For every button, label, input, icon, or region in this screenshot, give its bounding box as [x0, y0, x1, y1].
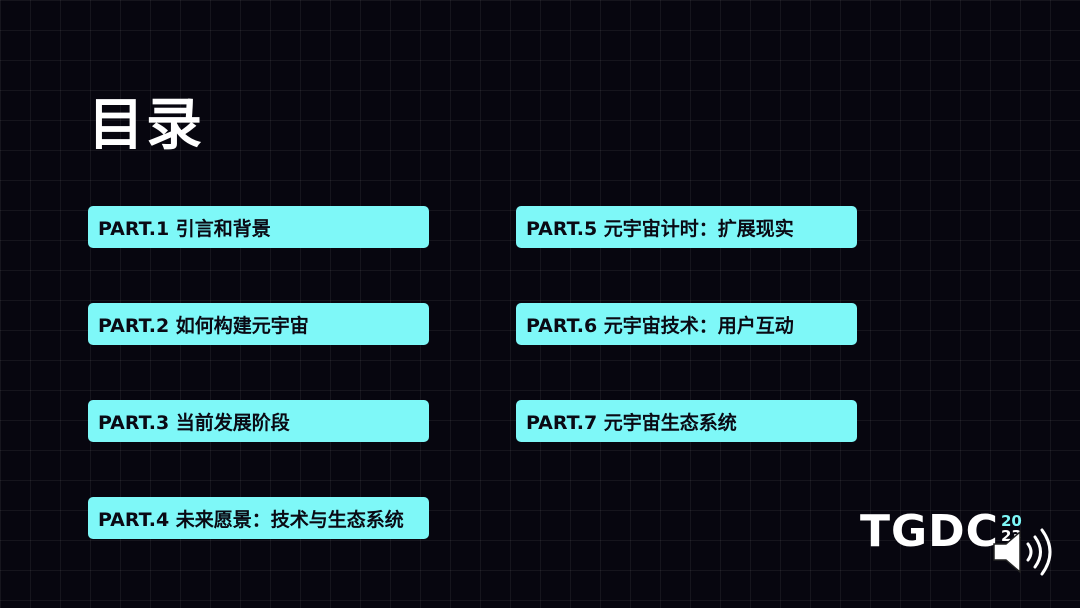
logo-year-top: 20	[1000, 512, 1022, 530]
toc-item-part-2[interactable]: PART.2 如何构建元宇宙	[88, 303, 429, 345]
tgdc-logo: TGDC 20 23	[860, 506, 1022, 566]
speaker-volume-icon-svg	[993, 528, 1052, 576]
speaker-volume-icon[interactable]	[990, 524, 1060, 580]
toc-item-part-7[interactable]: PART.7 元宇宙生态系统	[516, 400, 857, 442]
toc-item-label: PART.1 引言和背景	[98, 217, 271, 240]
toc-item-label: PART.3 当前发展阶段	[98, 411, 290, 434]
toc-item-label: PART.7 元宇宙生态系统	[526, 411, 737, 434]
toc-item-label: PART.2 如何构建元宇宙	[98, 314, 309, 337]
toc-item-part-6[interactable]: PART.6 元宇宙技术：用户互动	[516, 303, 857, 345]
toc-item-part-5[interactable]: PART.5 元宇宙计时：扩展现实	[516, 206, 857, 248]
toc-item-part-1[interactable]: PART.1 引言和背景	[88, 206, 429, 248]
logo-text: TGDC	[860, 506, 999, 557]
page-title: 目录	[88, 93, 204, 158]
toc-item-part-4[interactable]: PART.4 未来愿景：技术与生态系统	[88, 497, 429, 539]
toc-item-label: PART.5 元宇宙计时：扩展现实	[526, 217, 794, 240]
toc-item-label: PART.4 未来愿景：技术与生态系统	[98, 508, 404, 531]
toc-item-part-3[interactable]: PART.3 当前发展阶段	[88, 400, 429, 442]
toc-item-label: PART.6 元宇宙技术：用户互动	[526, 314, 794, 337]
